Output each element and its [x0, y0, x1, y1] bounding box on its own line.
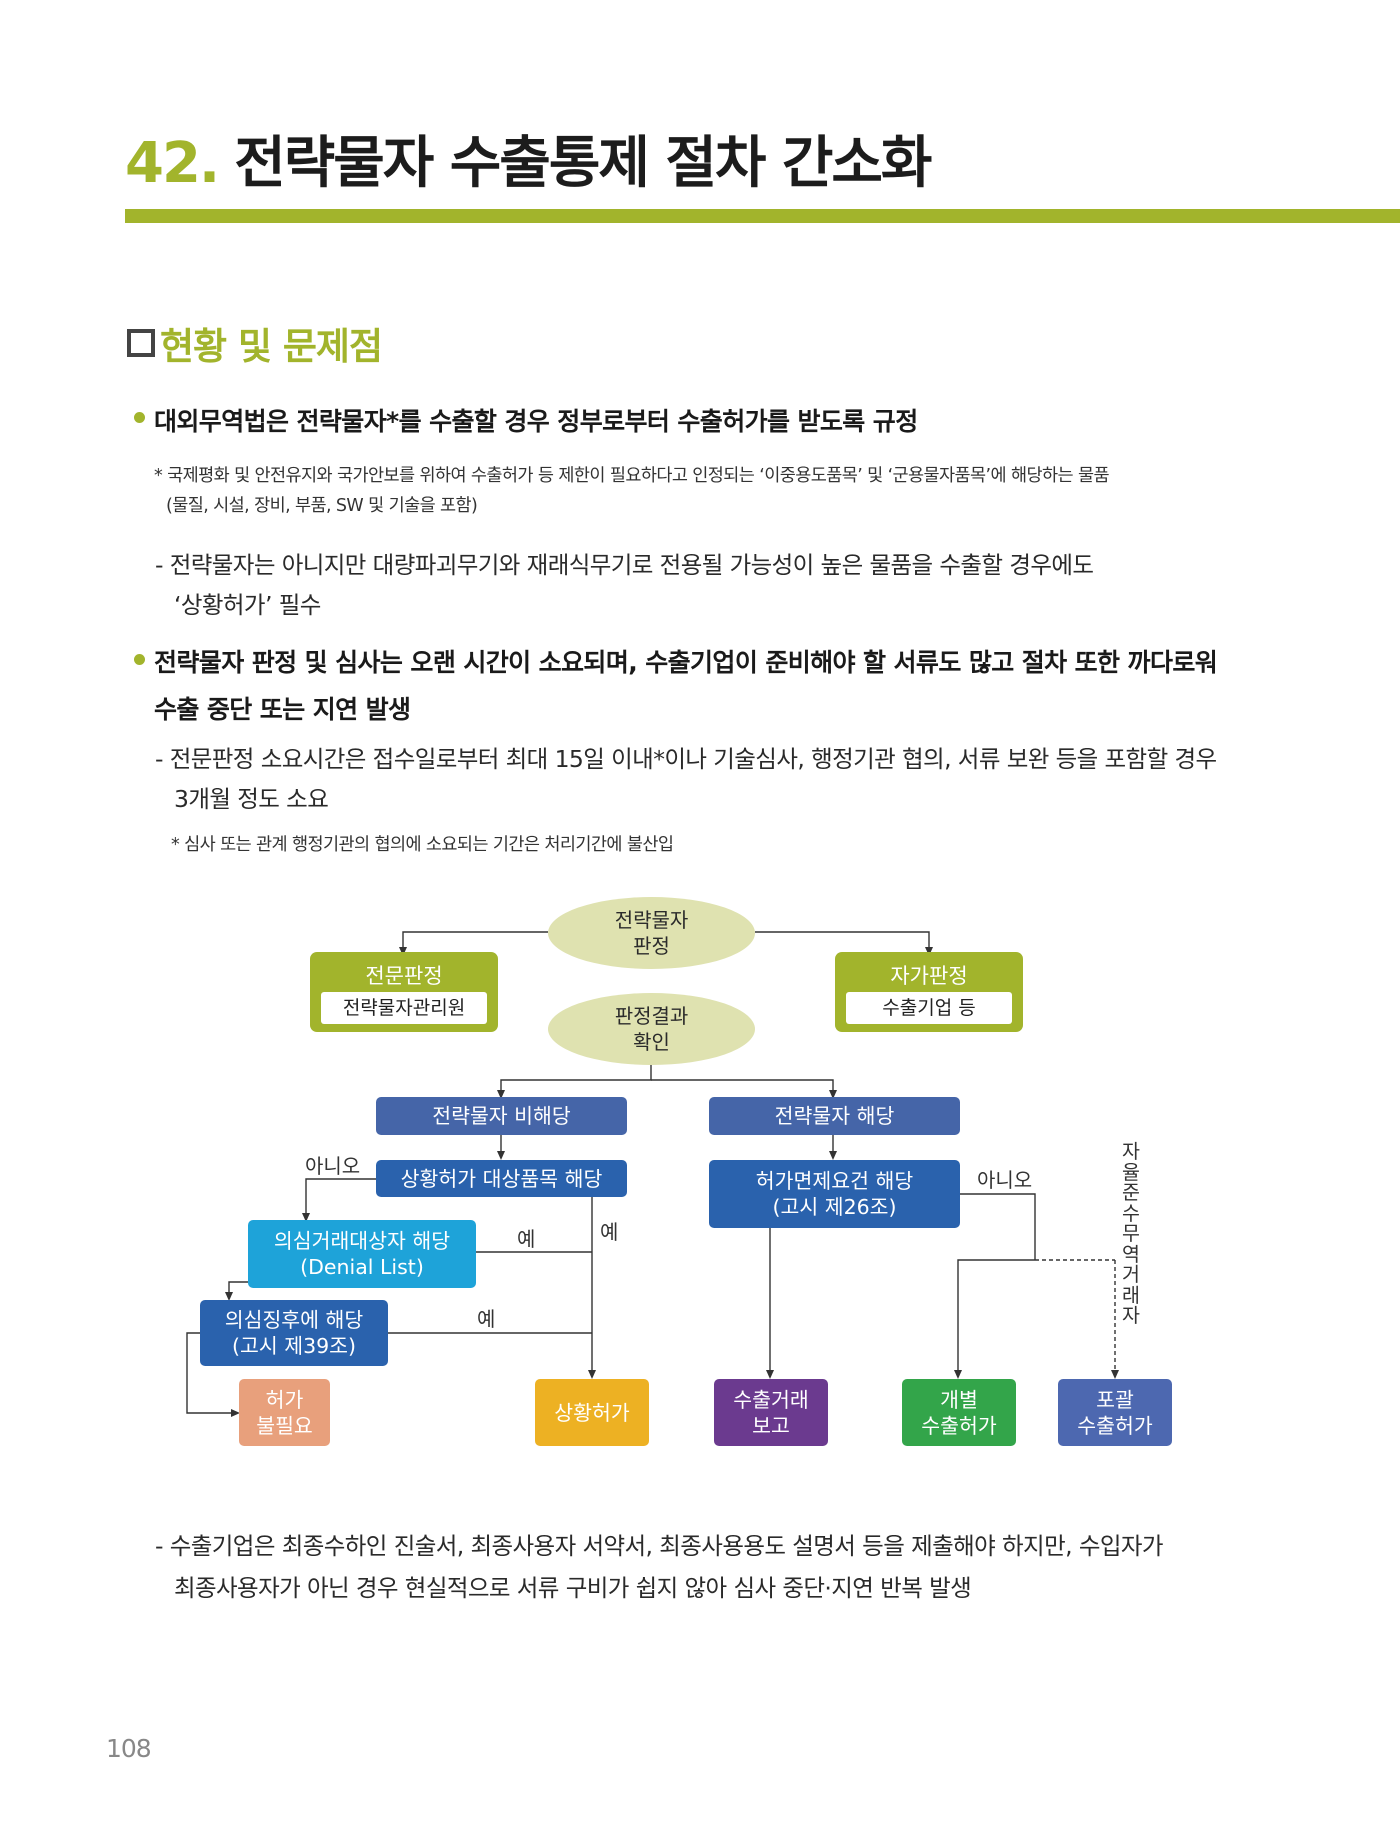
vertical-label-compliant-trader: 자율준수무역거래자: [1122, 1140, 1140, 1327]
box-suspicion: 의심징후에 해당 (고시 제39조): [200, 1300, 388, 1366]
note-1-line-2: (물질, 시설, 장비, 부품, SW 및 기술을 포함): [166, 496, 478, 516]
dash-2-line-1: - 전문판정 소요시간은 접수일로부터 최대 15일 이내*이나 기술심사, 행…: [155, 745, 1217, 773]
arrow-to-strategic: [651, 1079, 837, 1099]
export-report-line-2: 보고: [752, 1413, 790, 1438]
line-exemption-no: [958, 1193, 1036, 1260]
individual-line-2: 수출허가: [921, 1413, 997, 1438]
label-yes-denial: 예: [517, 1227, 536, 1251]
label-yes-suspicion: 예: [477, 1307, 496, 1331]
exemption-line-2: (고시 제26조): [772, 1195, 897, 1219]
box-denial-list: 의심거래대상자 해당 (Denial List): [248, 1220, 476, 1288]
bullet-1: 대외무역법은 전략물자*를 수출할 경우 정부로부터 수출허가를 받도록 규정: [154, 407, 918, 436]
no-permit-line-2: 불필요: [256, 1413, 313, 1438]
exemption-line-1: 허가면제요건 해당: [755, 1169, 914, 1193]
box-comprehensive-permit: 포괄 수출허가: [1058, 1379, 1172, 1446]
result-line-1: 판정결과: [614, 1004, 689, 1028]
export-report-line-1: 수출거래: [733, 1387, 809, 1412]
denial-line-1: 의심거래대상자 해당: [273, 1229, 451, 1253]
expert-title: 전문판정: [365, 964, 443, 988]
comprehensive-line-1: 포괄: [1096, 1387, 1134, 1412]
box-exemption: 허가면제요건 해당 (고시 제26조): [709, 1160, 960, 1228]
box-self-judgement: 자가판정 수출기업 등: [835, 952, 1023, 1032]
box-strategic: 전략물자 해당: [709, 1097, 960, 1135]
note-2: * 심사 또는 관계 행정기관의 협의에 소요되는 기간은 처리기간에 불산입: [171, 835, 674, 855]
note-1-line-1: * 국제평화 및 안전유지와 국가안보를 위하여 수출허가 등 제한이 필요하다…: [154, 466, 1110, 486]
expert-sub: 전략물자관리원: [321, 992, 487, 1024]
non-strategic-label: 전략물자 비해당: [432, 1104, 571, 1128]
chapter-number: 42.: [125, 131, 220, 196]
denial-line-2: (Denial List): [300, 1255, 424, 1279]
situational-permit-label: 상황허가: [554, 1400, 630, 1425]
page-number: 108: [106, 1734, 152, 1763]
bullet-2-line-2: 수출 중단 또는 지연 발생: [154, 695, 411, 724]
dash-1-line-2: ‘상황허가’ 필수: [174, 591, 321, 619]
self-sub: 수출기업 등: [846, 992, 1012, 1024]
box-individual-permit: 개별 수출허가: [902, 1379, 1016, 1446]
judgement-line-2: 판정: [633, 934, 670, 958]
section-heading: 현황 및 문제점: [160, 325, 383, 368]
label-no-catch-all: 아니오: [305, 1154, 361, 1178]
bullet-2-line-1: 전략물자 판정 및 심사는 오랜 시간이 소요되며, 수출기업이 준비해야 할 …: [154, 648, 1218, 677]
bullet-dot-icon: [134, 412, 145, 423]
bullet-dot-icon: [134, 654, 145, 665]
result-line-2: 확인: [633, 1030, 670, 1054]
no-permit-line-1: 허가: [265, 1387, 304, 1412]
box-export-report: 수출거래 보고: [714, 1379, 828, 1446]
section-square-icon: [127, 329, 155, 357]
arrow-to-non-strategic: [497, 1063, 652, 1099]
suspicion-line-2: (고시 제39조): [231, 1334, 357, 1358]
arrow-to-suspicion: [225, 1269, 251, 1301]
box-no-permit: 허가 불필요: [239, 1379, 330, 1446]
arrow-to-no-permit: [186, 1332, 240, 1417]
label-no-exemption: 아니오: [977, 1168, 1033, 1192]
title-rule: [125, 209, 1400, 223]
chapter-title: 전략물자 수출통제 절차 간소화: [234, 131, 932, 196]
arrow-to-expert: [399, 931, 548, 956]
box-expert-judgement: 전문판정 전략물자관리원: [310, 952, 498, 1032]
page-title: 42.전략물자 수출통제 절차 간소화: [125, 118, 932, 199]
dash-2-line-2: 3개월 정도 소요: [174, 785, 329, 813]
self-title: 자가판정: [890, 964, 968, 988]
individual-line-1: 개별: [940, 1387, 978, 1412]
box-non-strategic: 전략물자 비해당: [376, 1097, 627, 1135]
dash-1-line-1: - 전략물자는 아니지만 대량파괴무기와 재래식무기로 전용될 가능성이 높은 …: [155, 551, 1094, 579]
box-catch-all-item: 상황허가 대상품목 해당: [376, 1160, 627, 1197]
catch-all-label: 상황허가 대상품목 해당: [400, 1166, 603, 1191]
arrow-to-denial: [302, 1178, 376, 1222]
dash-3-line-2: 최종사용자가 아닌 경우 현실적으로 서류 구비가 쉽지 않아 심사 중단·지연…: [174, 1574, 972, 1602]
label-yes-catch-all: 예: [600, 1220, 619, 1244]
arrow-to-individual: [954, 1259, 1035, 1379]
dash-3-line-1: - 수출기업은 최종수하인 진술서, 최종사용자 서약서, 최종사용용도 설명서…: [155, 1532, 1164, 1560]
arrow-to-self: [755, 931, 933, 956]
comprehensive-line-2: 수출허가: [1077, 1413, 1153, 1438]
judgement-line-1: 전략물자: [614, 908, 689, 932]
strategic-label: 전략물자 해당: [774, 1104, 895, 1128]
suspicion-line-1: 의심징후에 해당: [224, 1308, 364, 1332]
box-situational-permit: 상황허가: [535, 1379, 649, 1446]
